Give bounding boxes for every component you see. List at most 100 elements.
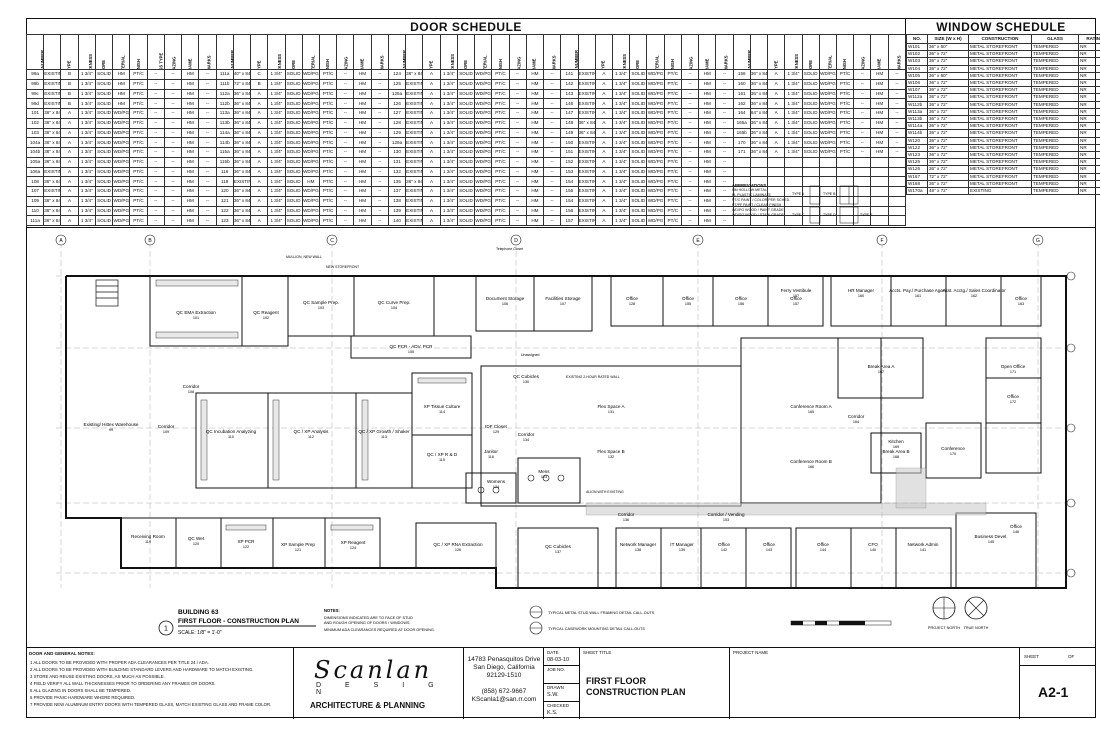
door-col-header: REMARKS — [370, 34, 389, 70]
door-cell: WD/PG — [818, 78, 838, 90]
door-cell: SOLID — [284, 88, 303, 100]
door-cell: SOLID — [629, 98, 648, 109]
door-cell — [767, 156, 786, 168]
door-cell: 155 — [560, 186, 579, 197]
window-cell: W170a — [906, 187, 928, 196]
door-cell: -- — [336, 195, 355, 207]
door-cell: 153 — [560, 166, 579, 178]
door-cell: WD/PG — [112, 195, 131, 207]
grid-bubbles — [55, 234, 1076, 578]
door-cell: -- — [680, 156, 700, 168]
door-cell — [853, 166, 872, 178]
door-cell: HM — [181, 98, 200, 109]
door-schedule-title: DOOR SCHEDULE — [410, 20, 522, 34]
door-cell: -- — [146, 156, 165, 168]
door-cell: PT/C — [129, 166, 148, 178]
door-cell: HM — [181, 69, 200, 80]
room-number: 155 — [685, 302, 691, 306]
door-cell: 131 — [387, 156, 407, 168]
door-cell — [749, 166, 769, 178]
door-cell: WD/PG — [112, 147, 131, 158]
door-cell: WD/PG — [646, 98, 665, 109]
door-cell: -- — [508, 147, 527, 158]
room-number: 120 — [193, 542, 199, 546]
door-cell: -- — [680, 78, 700, 90]
door-cell: 121 — [215, 195, 234, 207]
schedule-divider — [905, 18, 906, 226]
door-cell: A — [594, 98, 613, 109]
door-cell: 1 3/4" — [439, 69, 458, 80]
door-cell: 1 3/4" — [784, 108, 803, 119]
door-cell: A — [422, 166, 441, 178]
door-cell: HM — [353, 98, 372, 109]
window-cell: TEMPERED — [1031, 100, 1079, 109]
door-cell: 36" x 84" — [43, 176, 62, 187]
door-cell: PT/C — [663, 195, 682, 207]
door-cell: A — [767, 108, 786, 119]
door-col-header: DOOR NUMBER — [560, 34, 579, 70]
door-cell: A — [250, 186, 269, 197]
door-cell: SOLID — [629, 78, 648, 90]
room-name: Office — [1010, 524, 1022, 529]
door-cell: HM — [353, 186, 372, 197]
door-cell: 1 3/4" — [439, 147, 458, 158]
door-cell: EXISTING — [577, 88, 596, 100]
door-cell — [767, 166, 786, 178]
window-cell: W102 — [906, 50, 928, 59]
room-number: 129 — [493, 430, 499, 434]
door-cell: 160 — [732, 78, 751, 90]
door-cell: HM — [698, 137, 717, 148]
room-number: 123 — [541, 475, 547, 479]
door-cell: 1 3/4" — [784, 98, 803, 109]
door-cell: PT/C — [663, 186, 682, 197]
door-cell: -- — [198, 215, 217, 226]
door-cell: 1 3/4" — [439, 205, 458, 217]
door-cell: A — [60, 205, 79, 217]
door-cell: PT/C — [491, 195, 510, 207]
door-cell: HM — [698, 78, 717, 90]
door-cell: 102 — [25, 117, 45, 129]
door-cell: HM — [525, 205, 545, 217]
door-cell: PT/C — [663, 69, 682, 80]
door-cell: PT/C — [491, 205, 510, 217]
door-cell: 115a — [215, 147, 234, 158]
door-cell: SOLID — [456, 98, 476, 109]
door-cell: EXISTING — [43, 98, 62, 109]
room-name: Receiving Room — [131, 534, 165, 539]
plan-note-2: AND ROUGH OPENING OF DOORS / WINDOWS. — [324, 621, 411, 625]
door-cell: 1 3/4" — [439, 98, 458, 109]
door-cell: SOLID — [629, 156, 648, 168]
door-cell: HM — [525, 186, 545, 197]
door-cell: -- — [163, 127, 183, 139]
door-cell: 1 3/4" — [267, 108, 286, 119]
door-cell: 36" x 84" — [43, 117, 62, 129]
door-cell: 1 3/4" — [784, 69, 803, 80]
door-cell: -- — [163, 88, 183, 100]
sheet-number: A2-1 — [1038, 684, 1069, 700]
room-name: QC / XP Analysis — [294, 429, 330, 434]
door-cell: -- — [680, 98, 700, 109]
room-name: Network Manager — [620, 542, 657, 547]
door-cell: HM — [698, 98, 717, 109]
door-cell: HM — [181, 195, 200, 207]
door-cell: HM — [698, 186, 717, 197]
door-cell: -- — [198, 88, 217, 100]
project-name-label: PROJECT NAME — [733, 650, 769, 655]
door-cell: -- — [146, 215, 165, 226]
window-cell: 36" x 72" — [927, 93, 969, 102]
door-cell: 1 3/4" — [439, 117, 458, 129]
door-cell: 164 — [732, 108, 751, 119]
door-cell: A — [422, 186, 441, 197]
door-cell: 36" x 84" — [749, 147, 769, 158]
door-col-header: TYPE — [422, 34, 441, 70]
door-cell: PT/C — [129, 78, 148, 90]
door-cell: SOLID — [456, 166, 476, 178]
door-cell: -- — [370, 69, 389, 80]
door-col-header: MATERIAL — [818, 34, 838, 70]
